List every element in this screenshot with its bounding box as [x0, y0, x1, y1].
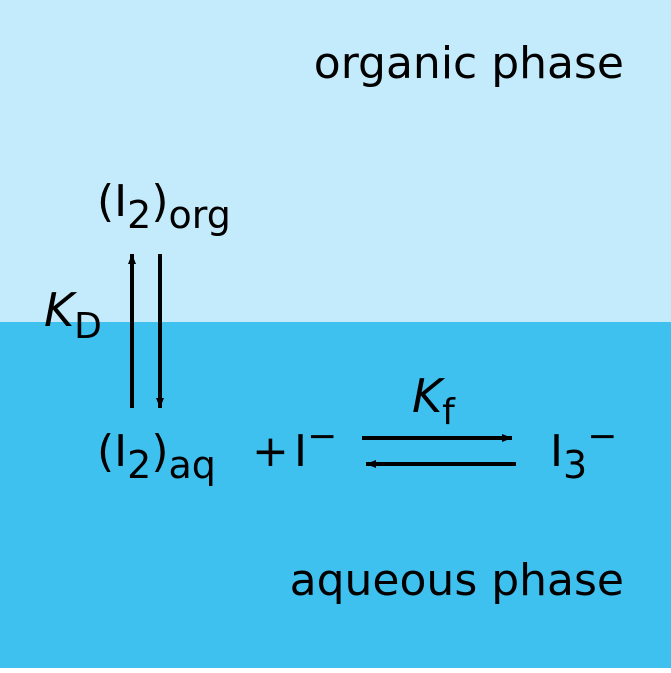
- iodide-species: I−: [294, 416, 337, 477]
- distribution-constant-label: KD: [44, 283, 102, 347]
- formation-constant-label: Kf: [412, 369, 456, 433]
- aqueous-phase-region: [0, 322, 671, 668]
- plus-sign: +: [252, 426, 289, 477]
- organic-phase-label: organic phase: [314, 38, 624, 89]
- i2-organic-species: (I2)org: [97, 176, 231, 237]
- aqueous-phase-label: aqueous phase: [290, 555, 624, 606]
- i2-aqueous-species: (I2)aq: [97, 426, 216, 487]
- organic-phase-region: [0, 0, 671, 322]
- triiodide-species: I3−: [550, 416, 617, 487]
